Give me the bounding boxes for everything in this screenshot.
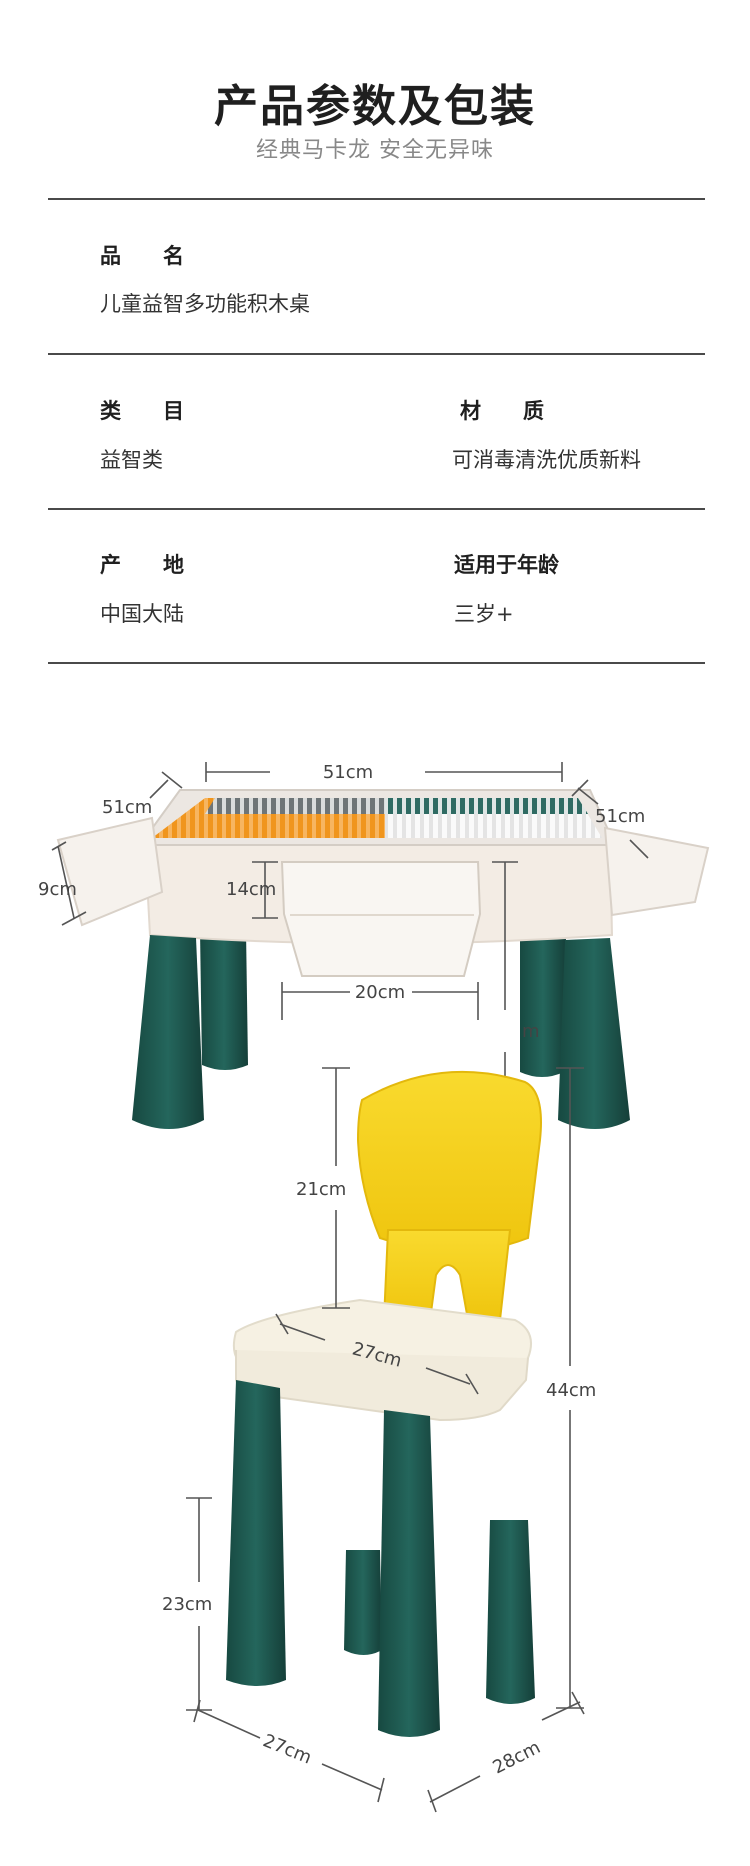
spec-name-label: 品 名 [100,244,184,268]
divider-bottom [48,662,705,664]
spec-origin-value: 中国大陆 [100,602,184,626]
table-side-box-left [56,816,164,927]
table-leg-front-left [132,935,204,1129]
table-top-gray [205,798,385,814]
spec-age-value: 三岁+ [454,602,514,626]
page-title: 产品参数及包装 [214,81,536,132]
chair-leg-back-right [486,1520,535,1704]
table-leg-front-right [558,938,630,1129]
table-leg-back-right [520,935,566,1077]
spec-category-label: 类 目 [100,399,184,423]
spec-material-label: 材 质 [460,399,544,423]
chair-backrest [356,1070,542,1253]
chair-illustration [226,1070,542,1737]
table-top-teal [385,798,588,814]
chair-leg-front-right [378,1410,440,1737]
chair-leg-back-left [344,1550,382,1655]
divider-1 [48,353,705,355]
product-illustration: 51cm 51cm 51cm 9cm 14cm 20cm m [38,762,710,1813]
spec-age-label: 适用于年龄 [454,553,559,577]
table-dimensions: 51cm 51cm 51cm 9cm 14cm 20cm m [38,762,649,1228]
dim-table-depth-left: 51cm [102,797,152,818]
dim-table-leg-height: m [522,1021,540,1042]
dim-box-height-side: 9cm [38,879,77,900]
divider-top [48,198,705,200]
table-leg-back-left [200,930,248,1070]
page-subtitle: 经典马卡龙 安全无异味 [256,138,494,163]
dim-back-height: 21cm [296,1179,346,1200]
divider-2 [48,508,705,510]
dim-base-depth: 28cm [489,1737,543,1779]
spec-category-value: 益智类 [100,448,163,472]
dim-table-width: 51cm [323,762,373,783]
dim-base-width: 27cm [260,1730,315,1768]
table-side-box-right [603,826,710,917]
dim-seat-height: 23cm [162,1594,212,1615]
dim-box-height-front: 14cm [226,879,276,900]
chair-leg-front-left [226,1380,286,1686]
dim-chair-total-height: 44cm [546,1380,596,1401]
spec-material-value: 可消毒清洗优质新料 [452,448,641,472]
table-front-box [280,861,482,977]
dim-box-width-front: 20cm [355,982,405,1003]
spec-name-value: 儿童益智多功能积木桌 [100,292,310,316]
spec-origin-label: 产 地 [100,553,184,577]
dim-table-depth-right: 51cm [595,806,645,827]
table-illustration [56,789,710,1129]
